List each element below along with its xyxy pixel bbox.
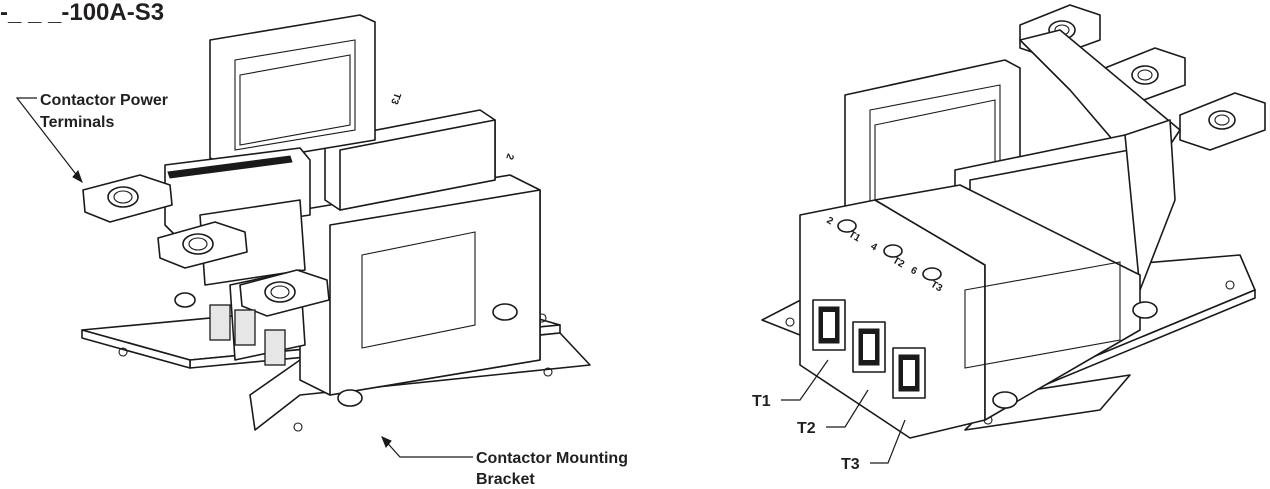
power-terminals-label-line1: Contactor Power [40,92,168,109]
power-terminal-lug-2 [157,221,248,269]
power-terminals-leader [15,97,83,183]
diagram-title: -_ _ _-100A-S3 [0,0,164,26]
t3-leader [870,419,906,464]
right-contactor-assembly: 2 T1 4 T2 6 T3 T1 T2 T3 [752,4,1266,473]
left-top-terminal-mark: T3 [388,91,402,106]
terminal-mark-4: 4 [869,241,880,254]
t2-label: T2 [797,420,816,437]
power-terminals-label-line2: Terminals [40,114,115,131]
power-terminal-lug-1 [82,174,173,223]
t1-leader [781,359,829,401]
wire-port-t1 [812,299,846,351]
mounting-bracket-label-line1: Contactor Mounting [476,450,628,467]
t2-leader [826,389,869,428]
terminal-mark-2: 2 [825,215,836,228]
terminal-mark-t1: T1 [847,229,863,245]
left-side-terminal-mark: 2 [503,152,515,161]
power-terminal-lug-3 [239,269,330,317]
mounting-bracket-label-line2: Bracket [476,471,535,488]
left-contactor-assembly: T3 2 [15,14,628,488]
wire-port-t3 [892,347,926,399]
t1-label: T1 [752,393,771,410]
right-top-lug-3 [1179,92,1266,151]
wire-port-t2 [852,321,886,373]
mounting-bracket-leader [381,436,473,458]
terminal-mark-t3: T3 [929,279,945,295]
terminal-mark-t2: T2 [891,255,907,271]
t3-label: T3 [841,456,860,473]
terminal-mark-6: 6 [909,265,920,278]
